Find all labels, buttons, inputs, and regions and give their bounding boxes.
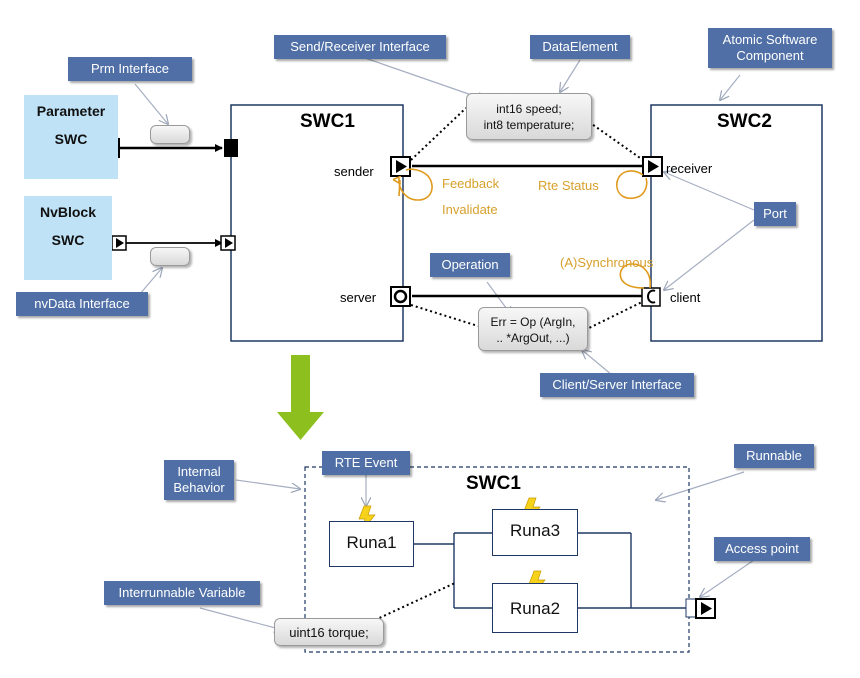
nvblock-swc-line1: NvBlock — [39, 204, 97, 220]
rte-event-label: RTE Event — [322, 451, 410, 475]
nvblock-port — [111, 235, 127, 251]
sr-dotted-left — [410, 107, 467, 161]
operation-line1: Err = Op (ArgIn, — [490, 315, 576, 329]
sr-dotted-right — [588, 121, 644, 161]
swc2-title: SWC2 — [717, 111, 772, 132]
swc1-parameter-port — [224, 139, 238, 157]
prm-interface-label: Prm Interface — [68, 57, 192, 81]
behavior-callout-line — [235, 479, 300, 489]
port-callout-line-2 — [664, 219, 755, 290]
runnable-runa2: Runa2 — [492, 583, 578, 633]
cs-dotted-right — [584, 301, 643, 331]
client-label: client — [670, 290, 701, 305]
nvdata-callout-line — [139, 268, 162, 295]
runnable-callout-line — [656, 471, 745, 500]
swc1-box — [230, 104, 404, 342]
swc2-box — [650, 104, 823, 342]
callout-lines — [134, 57, 755, 630]
green-down-arrow — [277, 355, 324, 440]
operation-line2: .. *ArgOut, ...) — [496, 331, 570, 345]
sr-callout-line — [364, 57, 486, 100]
prm-interface-icon — [150, 125, 190, 144]
port-callout-line-1 — [664, 172, 755, 211]
cs-dotted-left — [410, 304, 479, 327]
operation-label: Operation — [430, 253, 510, 277]
atomic-software-component-label: Atomic Software Component — [708, 28, 832, 68]
nvblock-swc: NvBlock SWC — [24, 196, 112, 280]
invalidate-text: Invalidate — [442, 202, 498, 217]
client-server-interface-label: Client/Server Interface — [540, 373, 694, 397]
runnable-runa1: Runa1 — [329, 521, 414, 567]
data-element-line2: int8 temperature; — [483, 118, 575, 132]
feedback-text: Feedback — [442, 176, 500, 191]
dataelement-callout-line — [560, 59, 581, 92]
cs-callout-line — [582, 350, 613, 376]
runnable-label: Runnable — [734, 444, 814, 468]
irv-callout-line — [199, 607, 283, 630]
access-point-port — [685, 598, 716, 619]
internal-swc1-title: SWC1 — [466, 473, 521, 494]
internal-behavior-label: Internal Behavior — [164, 460, 234, 500]
send-receiver-interface-label: Send/Receiver Interface — [274, 35, 446, 59]
parameter-swc-line2: SWC — [54, 131, 88, 147]
port-label: Port — [754, 202, 796, 226]
server-port — [390, 286, 411, 307]
accesspoint-callout-line — [700, 559, 755, 597]
data-element-label: DataElement — [530, 35, 630, 59]
internal-behavior-box — [304, 466, 690, 653]
runnable-runa3: Runa3 — [492, 509, 578, 556]
parameter-swc-line1: Parameter — [36, 103, 106, 119]
client-port — [641, 287, 661, 307]
nvdata-interface-label: nvData Interface — [16, 292, 148, 316]
rte-status-loop — [616, 170, 648, 200]
prm-callout-line — [134, 83, 168, 124]
swc1-nvdata-port — [220, 235, 236, 251]
nvdata-interface-icon — [150, 247, 190, 266]
data-element-box: int16 speed; int8 temperature; — [466, 93, 592, 140]
nvblock-swc-line2: SWC — [51, 232, 85, 248]
swc1-title: SWC1 — [300, 111, 355, 132]
operation-box: Err = Op (ArgIn, .. *ArgOut, ...) — [478, 307, 588, 351]
sender-port — [390, 156, 411, 177]
feedback-arrow — [399, 180, 400, 197]
interrunnable-variable-label: Interrunnable Variable — [104, 581, 260, 605]
receiver-port — [642, 156, 663, 177]
async-loop — [619, 263, 652, 289]
receiver-label: receiver — [666, 161, 713, 176]
feedback-loop — [398, 168, 433, 201]
data-element-line1: int16 speed; — [496, 102, 562, 116]
sender-label: sender — [334, 164, 374, 179]
runnable-wiring — [414, 532, 688, 609]
async-text: (A)Synchronous — [560, 255, 654, 270]
interrunnable-variable-box: uint16 torque; — [274, 618, 384, 646]
atomic-callout-line — [720, 74, 741, 100]
parameter-swc: Parameter SWC — [24, 95, 118, 179]
rte-status-text: Rte Status — [538, 178, 599, 193]
access-point-label: Access point — [714, 537, 810, 561]
irv-dotted-line — [374, 582, 456, 621]
server-label: server — [340, 290, 377, 305]
